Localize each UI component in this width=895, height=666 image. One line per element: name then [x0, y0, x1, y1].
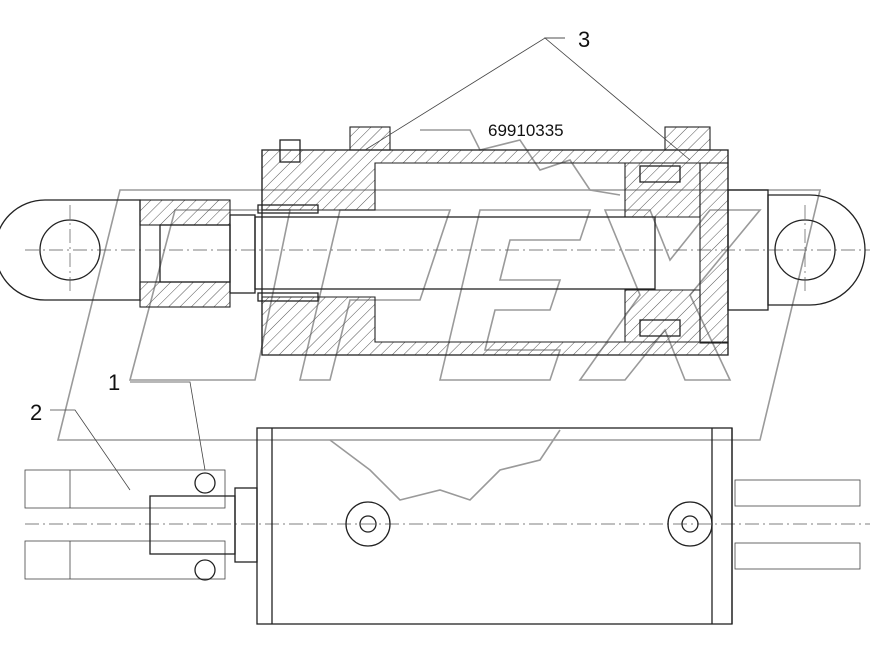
callout-1: 1 — [108, 370, 120, 395]
callout-3: 3 — [578, 27, 590, 52]
leader-lines — [50, 37, 691, 491]
exterior-view — [24, 427, 870, 625]
section-view — [0, 126, 870, 356]
part-number-label: 69910335 — [488, 121, 564, 140]
callout-2: 2 — [30, 400, 42, 425]
